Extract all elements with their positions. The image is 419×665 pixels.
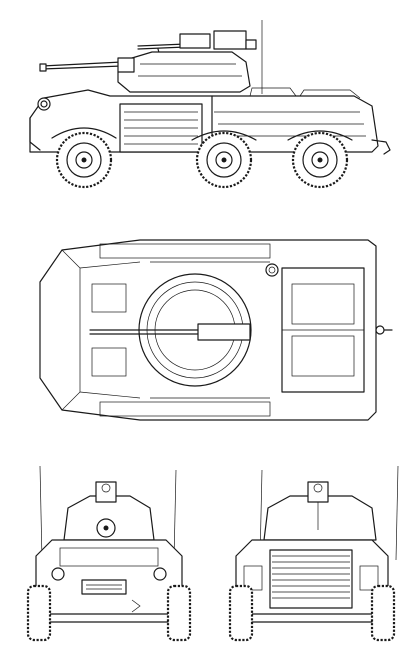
engine-deck [281, 267, 365, 393]
road-wheel-3 [291, 131, 349, 189]
side-view [29, 20, 391, 189]
rear-view [228, 465, 399, 642]
turret-ring [89, 273, 252, 387]
road-wheel-2 [195, 131, 253, 189]
main-gun [39, 57, 135, 73]
top-view [39, 239, 393, 421]
turret-machine-gun [137, 30, 257, 57]
road-wheel-1 [55, 131, 113, 189]
rear-turret [263, 495, 377, 541]
turret [117, 51, 251, 93]
radiator-grille [269, 549, 353, 609]
front-view [26, 465, 192, 642]
side-stowage-box [119, 103, 203, 153]
